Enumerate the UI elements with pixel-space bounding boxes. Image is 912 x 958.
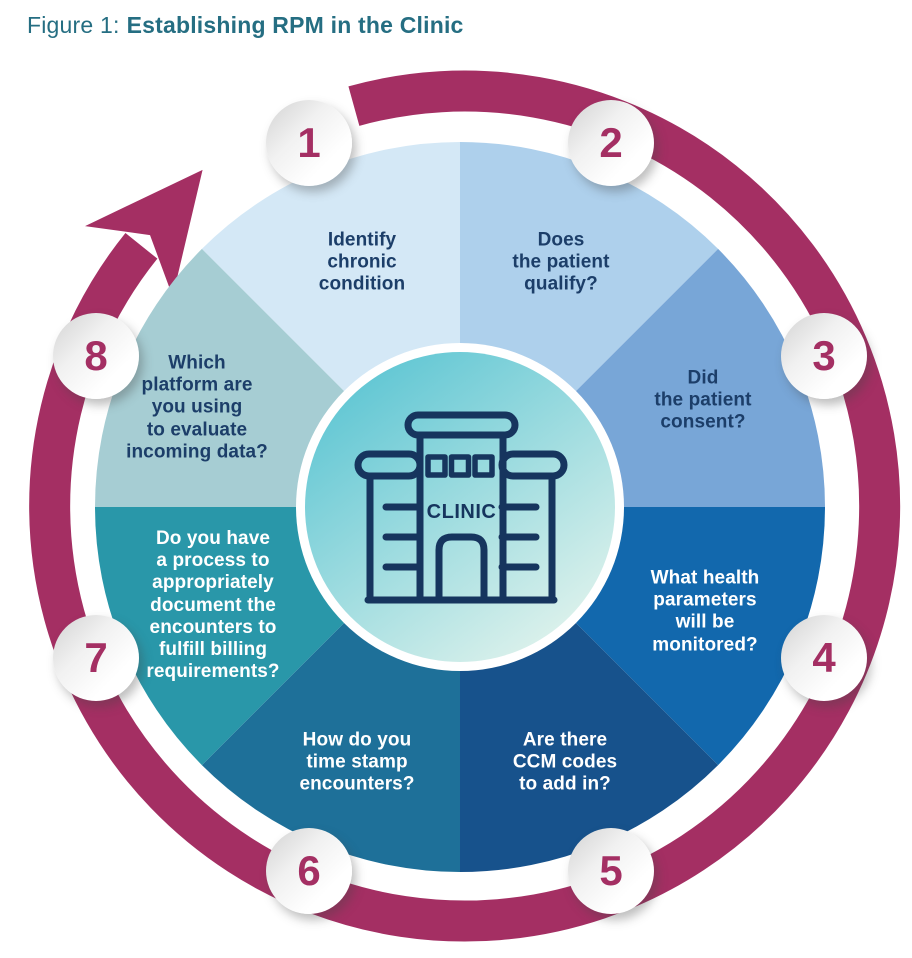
segment-text-2: Does the patient qualify? [512,229,610,296]
step-badge-5: 5 [568,828,654,914]
clinic-left-wing-ledges [382,503,424,571]
figure-title-prefix: Figure 1: [27,12,120,38]
step-badge-4: 4 [781,615,867,701]
clinic-window-2 [448,454,472,478]
segment-text-8: Which platform are you using to evaluate… [126,352,268,463]
clinic-door [435,533,488,600]
clinic-right-wing-cap [498,450,568,480]
segment-text-1: Identify chronic condition [318,229,406,296]
clinic-left-wing-cap [354,450,424,480]
cycle-ring-arrow [29,70,901,942]
segment-text-5: Are there CCM codes to add in? [512,729,618,796]
figure-title-main: Establishing RPM in the Clinic [126,12,464,38]
clinic-tower-cap [404,411,519,439]
clinic-window-1 [425,454,448,478]
step-badge-1: 1 [266,100,352,186]
segment-text-6: How do you time stamp encounters? [299,729,415,796]
clinic-label: CLINIC [427,501,497,523]
clinic-right-wing-ledges [498,503,540,571]
step-badge-7: 7 [53,615,139,701]
figure-title: Figure 1:Establishing RPM in the Clinic [27,12,464,39]
segment-text-3: Did the patient consent? [654,367,752,434]
step-badge-8: 8 [53,313,139,399]
clinic-window-3 [472,454,495,478]
step-badge-3: 3 [781,313,867,399]
step-badge-2: 2 [568,100,654,186]
clinic-building-icon: CLINIC [354,411,568,604]
center-circle [305,352,615,662]
segment-text-7: Do you have a process to appropriately d… [146,528,280,683]
segment-text-4: What health parameters will be monitored… [650,567,760,656]
step-badge-6: 6 [266,828,352,914]
